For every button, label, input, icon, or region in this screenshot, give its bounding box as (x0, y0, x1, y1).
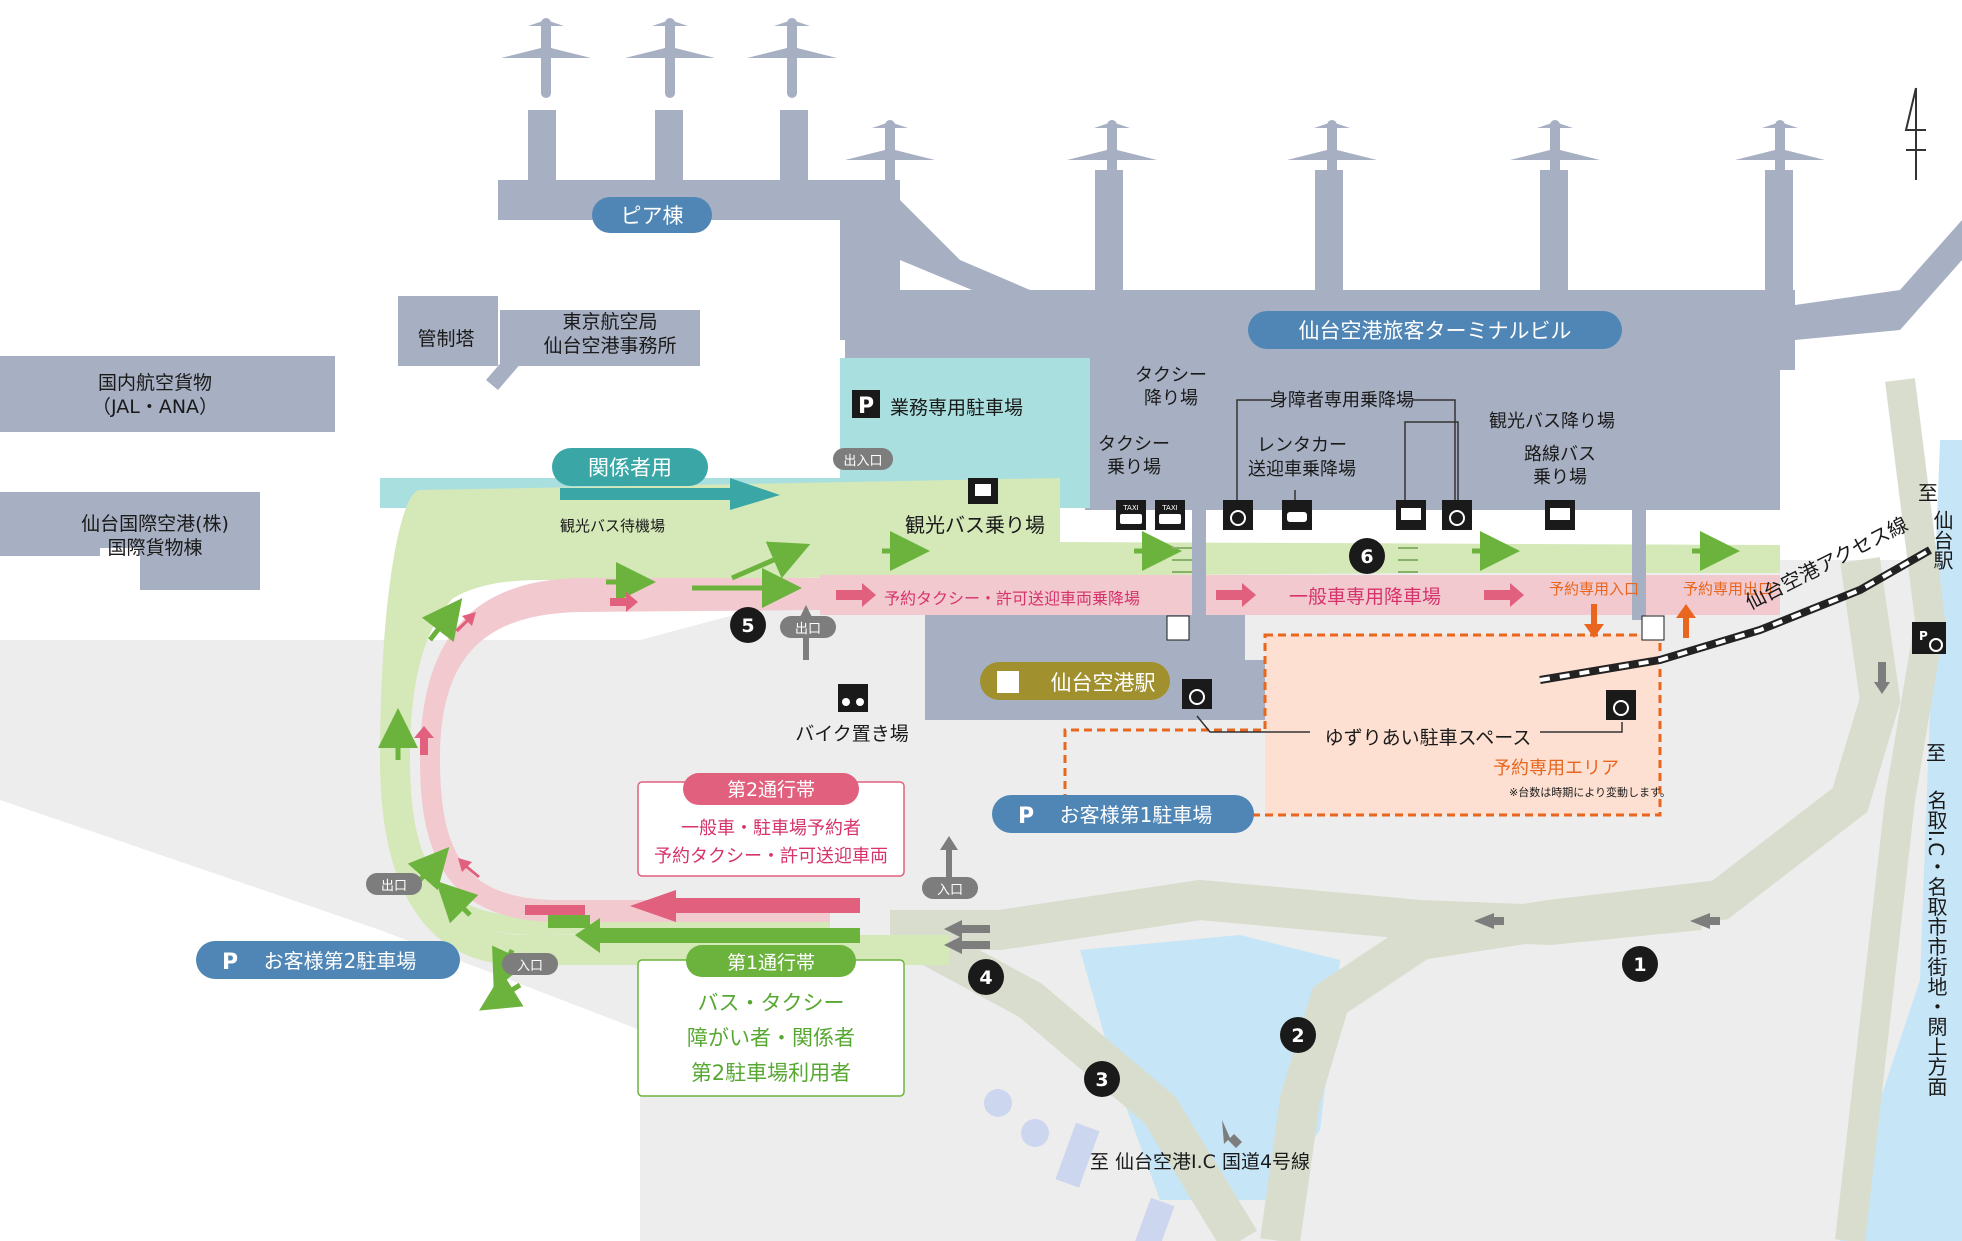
svg-text:1: 1 (1633, 954, 1646, 976)
svg-text:名取I.C・名取市市街地・閖上方面: 名取I.C・名取市市街地・閖上方面 (1924, 790, 1948, 1097)
leader-lines (1196, 399, 1623, 733)
green-arrows (378, 531, 1740, 1011)
staff-only-label: 関係者用 (588, 456, 672, 480)
parking-1-label: お客様第1駐車場 (1060, 803, 1213, 827)
north-arrow-icon (1904, 87, 1926, 180)
staff-arrow (560, 478, 780, 510)
svg-text:第2駐車場利用者: 第2駐車場利用者 (691, 1061, 851, 1085)
lane-1-box: 第1通行帯 バス・タクシー 障がい者・関係者 第2駐車場利用者 (637, 945, 905, 1097)
svg-text:第2通行帯: 第2通行帯 (727, 779, 815, 801)
parking-icon (852, 390, 880, 418)
svg-text:タクシー: タクシー (1135, 365, 1207, 386)
svg-text:仙台駅: 仙台駅 (1930, 510, 1954, 571)
svg-text:東京航空局: 東京航空局 (562, 311, 657, 333)
pink-arrows (414, 583, 1524, 922)
svg-text:バス・タクシー: バス・タクシー (698, 991, 845, 1015)
svg-text:入口: 入口 (517, 959, 543, 974)
motorcycle-icon (838, 684, 868, 712)
svg-text:P: P (858, 394, 874, 419)
svg-text:5: 5 (741, 615, 754, 637)
bus-lane-front (860, 545, 1780, 573)
svg-text:観光バス降り場: 観光バス降り場 (1489, 411, 1615, 432)
svg-text:出入口: 出入口 (843, 454, 882, 469)
river (1840, 440, 1962, 1241)
svg-text:仙台空港事務所: 仙台空港事務所 (543, 335, 676, 357)
svg-text:乗り場: 乗り場 (1107, 457, 1161, 478)
pier-label: ピア棟 (621, 204, 684, 228)
svg-text:一般車・駐車場予約者: 一般車・駐車場予約者 (681, 818, 861, 839)
svg-text:至 仙台空港I.C 国道4号線: 至 仙台空港I.C 国道4号線 (1090, 1151, 1310, 1173)
svg-text:国際貨物棟: 国際貨物棟 (107, 537, 202, 559)
svg-text:予約タクシー・許可送迎車両: 予約タクシー・許可送迎車両 (654, 846, 888, 867)
crosswalks (1172, 547, 1418, 573)
svg-text:至: 至 (1926, 741, 1946, 765)
railway-line-dash (1539, 548, 1931, 682)
svg-text:管制塔: 管制塔 (417, 328, 474, 350)
svg-text:TAXI: TAXI (1122, 504, 1138, 512)
svg-text:TAXI: TAXI (1161, 504, 1177, 512)
svg-text:（JAL・ANA）: （JAL・ANA） (92, 396, 218, 418)
svg-text:国内航空貨物: 国内航空貨物 (98, 372, 212, 394)
svg-text:身障者専用乗降場: 身障者専用乗降場 (1270, 390, 1414, 411)
svg-text:タクシー: タクシー (1098, 434, 1170, 455)
elevator-icon (1166, 615, 1190, 641)
terminal-label: 仙台空港旅客ターミナルビル (1299, 319, 1572, 343)
parking-2-label: お客様第2駐車場 (264, 949, 417, 973)
direction-natori: 至 名取I.C・名取市市街地・閖上方面 (1924, 741, 1948, 1096)
svg-text:仙台国際空港(株): 仙台国際空港(株) (81, 513, 229, 535)
svg-text:送迎車乗降場: 送迎車乗降場 (1248, 459, 1356, 480)
svg-text:レンタカー: レンタカー (1257, 435, 1347, 456)
direction-sendai: 至 仙台駅 (1918, 481, 1954, 571)
svg-text:入口: 入口 (937, 883, 963, 898)
elevator-icon (1641, 615, 1665, 641)
decor-circles (984, 1089, 1175, 1241)
road-east (1835, 378, 1946, 1241)
svg-text:出口: 出口 (381, 879, 407, 894)
svg-text:至: 至 (1918, 481, 1938, 505)
svg-text:2: 2 (1291, 1025, 1304, 1047)
svg-text:予約タクシー・許可送迎車両乗降場: 予約タクシー・許可送迎車両乗降場 (884, 589, 1140, 608)
svg-text:4: 4 (979, 967, 992, 989)
svg-text:障がい者・関係者: 障がい者・関係者 (687, 1026, 855, 1050)
lane-2-box: 第2通行帯 一般車・駐車場予約者 予約タクシー・許可送迎車両 (637, 773, 905, 877)
svg-text:予約専用エリア: 予約専用エリア (1493, 758, 1619, 779)
office-buildings (0, 296, 700, 590)
svg-text:6: 6 (1360, 546, 1373, 568)
green-arrow-lane1 (548, 915, 860, 953)
svg-text:第1通行帯: 第1通行帯 (727, 952, 815, 974)
svg-text:降り場: 降り場 (1144, 388, 1198, 409)
airplane-icons (501, 18, 1825, 200)
svg-text:出口: 出口 (795, 622, 821, 637)
svg-text:予約専用出口: 予約専用出口 (1683, 580, 1773, 598)
svg-text:※台数は時期により変動します。: ※台数は時期により変動します。 (1509, 785, 1671, 799)
road-route4 (890, 912, 1258, 1241)
reserved-area (1265, 635, 1660, 815)
svg-text:予約専用入口: 予約専用入口 (1549, 580, 1639, 598)
svg-text:路線バス: 路線バス (1524, 444, 1596, 465)
svg-text:バイク置き場: バイク置き場 (795, 723, 909, 745)
pond (1080, 935, 1340, 1200)
reserved-arrows (1584, 604, 1696, 638)
svg-text:ゆずりあい駐車スペース: ゆずりあい駐車スペース (1325, 727, 1532, 749)
svg-text:3: 3 (1095, 1069, 1108, 1091)
background-area (0, 800, 640, 1241)
svg-text:P: P (1018, 804, 1034, 829)
general-dropoff-lane (820, 575, 1780, 615)
facility-icons: P TAXI TAXI P (838, 390, 1946, 720)
connector-corridors (1192, 510, 1646, 620)
svg-text:一般車専用降車場: 一般車専用降車場 (1289, 586, 1441, 608)
svg-text:乗り場: 乗り場 (1533, 467, 1587, 488)
label-pills: ピア棟 仙台空港旅客ターミナルビル 関係者用 仙台空港駅 P お客様第1駐車場 … (196, 197, 1622, 979)
station-label: 仙台空港駅 (1051, 671, 1156, 695)
svg-text:観光バス乗り場: 観光バス乗り場 (905, 513, 1045, 537)
svg-text:観光バス待機場: 観光バス待機場 (560, 517, 665, 535)
svg-text:P: P (1919, 629, 1928, 643)
svg-text:P: P (222, 950, 238, 975)
svg-text:業務専用駐車場: 業務専用駐車場 (890, 397, 1023, 419)
numbered-markers: 1 2 3 4 5 6 (730, 538, 1658, 1097)
